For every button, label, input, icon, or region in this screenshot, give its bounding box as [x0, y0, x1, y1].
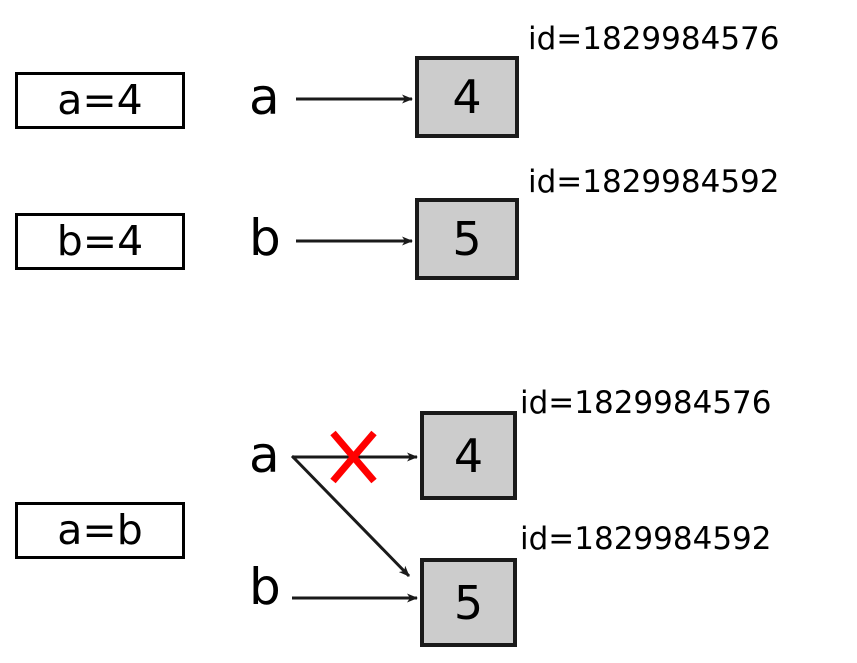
- value-text: 5: [452, 212, 482, 266]
- value-text: 5: [453, 575, 484, 630]
- variable-label-b-row2: b: [249, 209, 281, 267]
- variable-label-b-row3: b: [249, 558, 281, 616]
- value-box-4-row1: 4: [415, 56, 519, 138]
- red-x-icon: [330, 430, 377, 484]
- value-box-5-row2: 5: [415, 198, 519, 280]
- arrow-a-to-5-rebind: [290, 454, 411, 578]
- id-label-row3-a: id=1829984576: [520, 385, 772, 421]
- statement-text: a=b: [57, 506, 143, 554]
- variable-label-a-row1: a: [249, 68, 280, 126]
- value-text: 4: [452, 70, 482, 124]
- variable-label-a-row3: a: [249, 426, 280, 484]
- statement-box-assign-b: b=4: [15, 213, 185, 270]
- id-label-row2: id=1829984592: [528, 164, 780, 200]
- id-label-row3-b: id=1829984592: [520, 521, 772, 557]
- statement-box-assign-a: a=4: [15, 72, 185, 129]
- value-box-5-row3: 5: [420, 558, 517, 647]
- value-text: 4: [453, 428, 484, 483]
- statement-text: b=4: [56, 217, 144, 265]
- value-box-4-row3: 4: [420, 411, 517, 500]
- statement-text: a=4: [57, 76, 143, 124]
- id-label-row1: id=1829984576: [528, 21, 780, 57]
- statement-box-rebind: a=b: [15, 502, 185, 559]
